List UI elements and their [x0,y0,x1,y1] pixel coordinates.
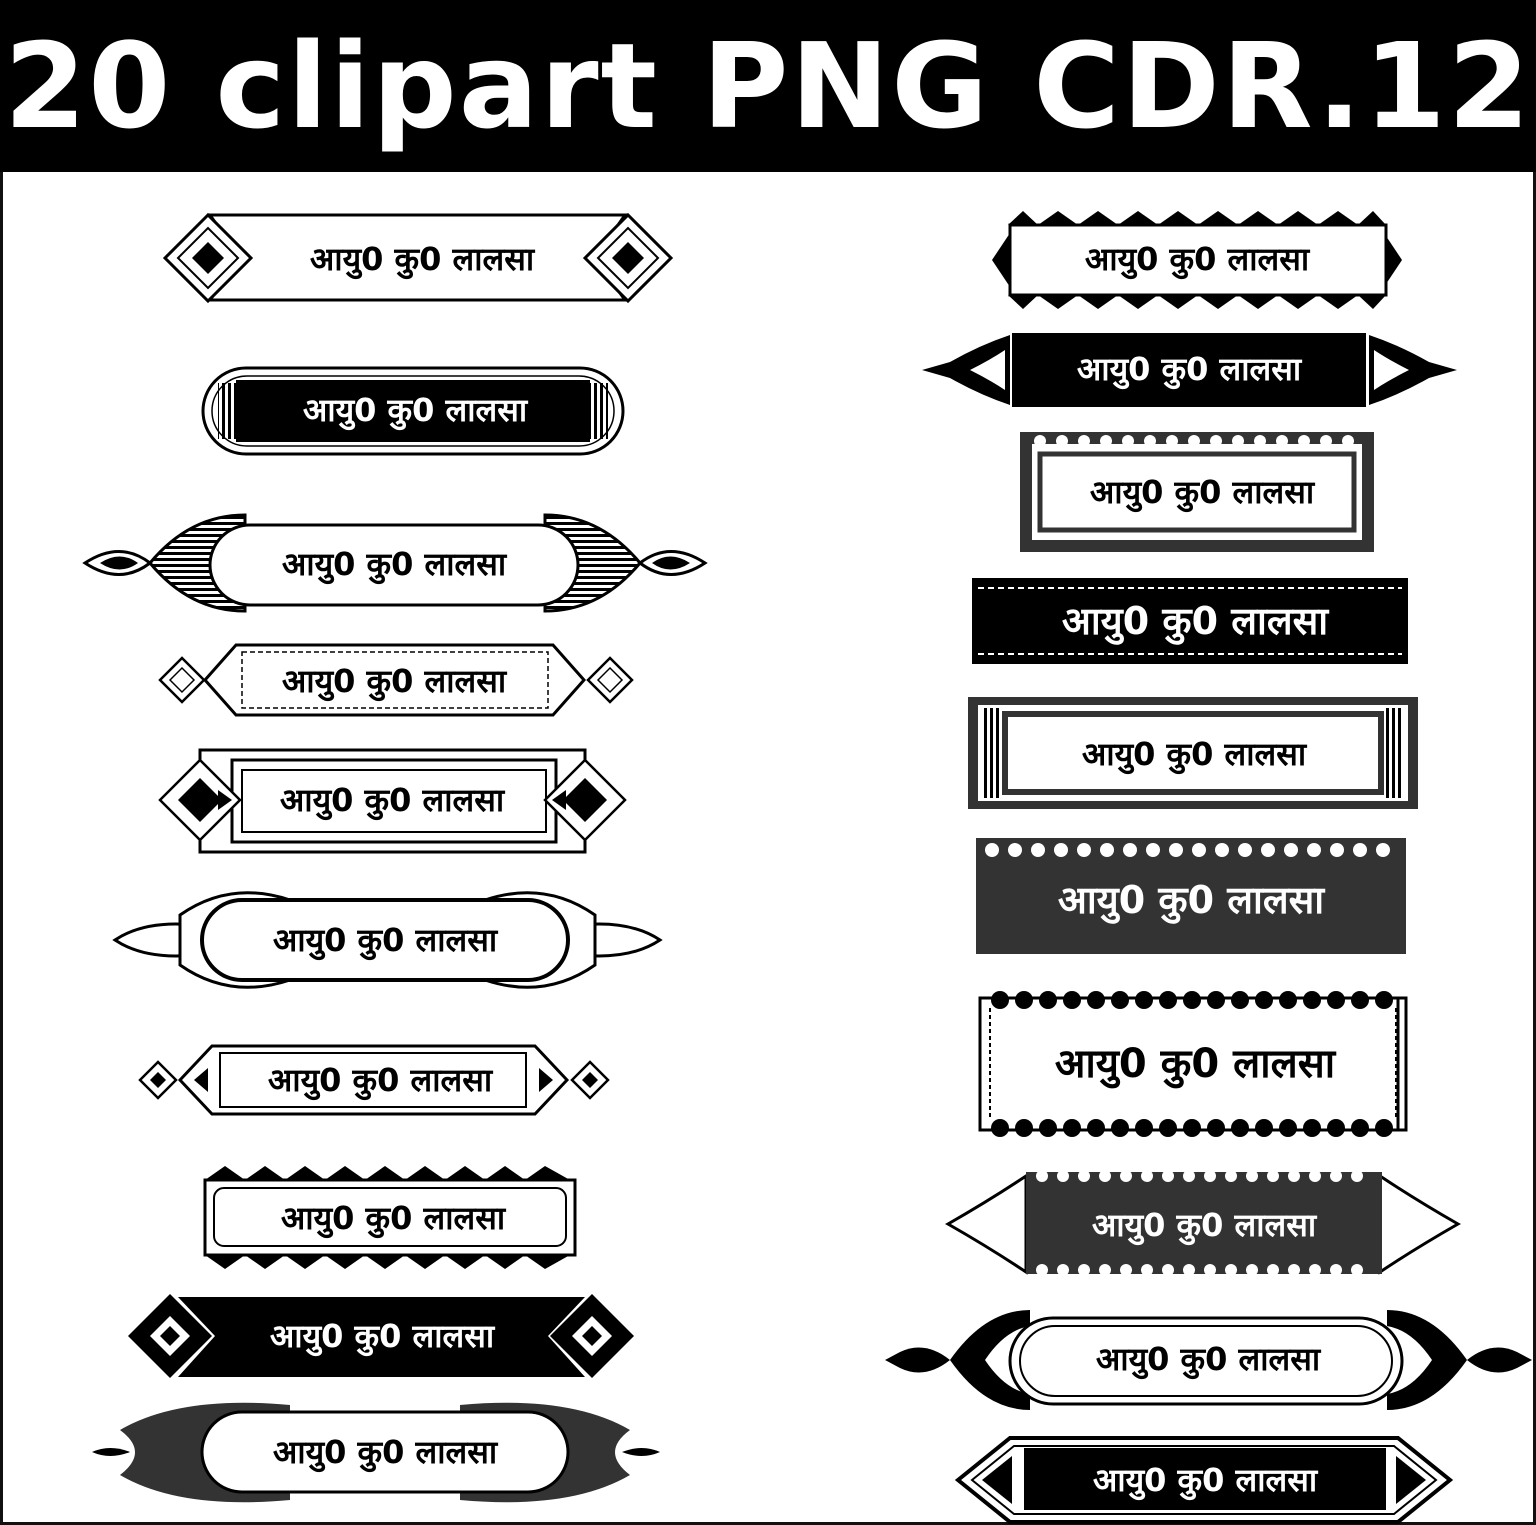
banner-left-5: आयु0 कु0 लालसा [158,748,627,854]
banner-label: आयु0 कु0 लालसा [1090,473,1316,513]
banner-left-8: आयु0 कु0 लालसा [203,1166,577,1269]
banner-label: आयु0 कु0 लालसा [310,240,536,280]
banner-right-7: आयु0 कु0 लालसा [978,991,1408,1137]
banner-right-5: आयु0 कु0 लालसा [968,697,1418,809]
banner-right-10: आयु0 कु0 लालसा [954,1436,1454,1524]
banner-label: आयु0 कु0 लालसा [1055,1041,1337,1089]
banner-label: आयु0 कु0 लालसा [1096,1340,1322,1380]
banner-left-2: आयु0 कु0 लालसा [201,366,625,456]
banner-label: आयु0 कु0 लालसा [1085,240,1311,280]
banner-label: आयु0 कु0 लालसा [282,662,508,702]
banner-right-8: आयु0 कु0 लालसा [944,1170,1462,1276]
banner-label: आयु0 कु0 लालसा [281,1199,507,1239]
banner-right-4: आयु0 कु0 लालसा [972,578,1408,664]
banner-right-1: आयु0 कु0 लालसा [992,211,1402,309]
banner-right-6: आयु0 कु0 लालसा [976,838,1406,954]
banner-left-7: आयु0 कु0 लालसा [138,1044,610,1116]
banner-label: आयु0 कु0 लालसा [1093,1461,1319,1501]
banner-right-9: आयु0 कु0 लालसा [885,1310,1532,1410]
banner-left-1: आयु0 कु0 लालसा [162,212,674,304]
banner-label: आयु0 कु0 लालसा [270,1317,496,1357]
banner-left-3: आयु0 कु0 लालसा [82,513,708,613]
banner-label: आयु0 कु0 लालसा [268,1061,494,1101]
banner-label: आयु0 कु0 लालसा [1058,878,1325,924]
page-title: 20 clipart PNG CDR.12 [4,17,1532,155]
banner-label: आयु0 कु0 लालसा [1062,599,1329,645]
banner-label: आयु0 कु0 लालसा [1077,350,1303,390]
banner-left-10: आयु0 कु0 लालसा [92,1402,660,1503]
banner-label: आयु0 कु0 लालसा [282,545,508,585]
banner-label: आयु0 कु0 लालसा [273,1433,499,1473]
banner-left-9: आयु0 कु0 लालसा [128,1294,634,1378]
banner-left-6: आयु0 कु0 लालसा [112,891,663,989]
banner-label: आयु0 कु0 लालसा [1082,735,1308,775]
banner-left-4: आयु0 कु0 लालसा [158,643,634,717]
banner-label: आयु0 कु0 लालसा [1092,1206,1318,1246]
banner-label: आयु0 कु0 लालसा [280,781,506,821]
banner-label: आयु0 कु0 लालसा [303,391,529,431]
banner-label: आयु0 कु0 लालसा [273,921,499,961]
header-bar [0,0,1536,172]
banner-right-2: आयु0 कु0 लालसा [922,333,1457,407]
banner-right-3: आयु0 कु0 लालसा [1020,432,1374,552]
